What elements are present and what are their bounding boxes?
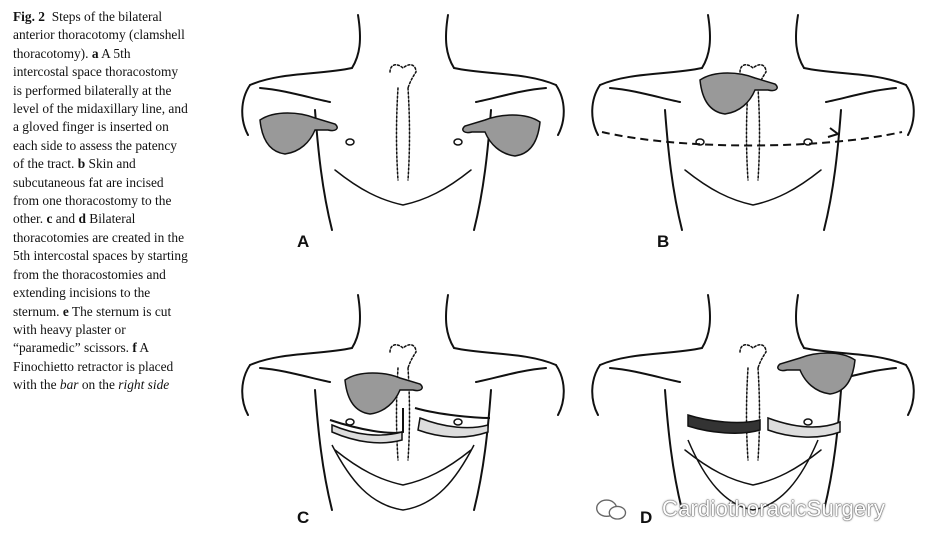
caption-line: intercostal space thoracostomy: [13, 63, 228, 81]
caption-run: Fig. 2: [13, 9, 45, 24]
caption-run: A 5th: [98, 45, 131, 61]
caption-run: Skin and: [85, 156, 136, 172]
caption-line: is performed bilaterally at the: [13, 82, 228, 100]
caption-run: Steps of the bilateral: [45, 9, 163, 24]
panel-label-b: B: [657, 232, 670, 251]
caption-run: level of the midaxillary line, and: [13, 101, 188, 117]
caption-run: b: [77, 156, 86, 172]
caption-run: a gloved finger is inserted on: [13, 119, 169, 135]
caption-run: of the tract.: [13, 156, 78, 172]
panel-label-d: D: [640, 508, 653, 527]
panel-label-a: A: [297, 232, 310, 251]
caption-run: each side to assess the patency: [13, 137, 177, 153]
panel-b-illustration: [591, 14, 915, 231]
caption-run: 5th intercostal spaces by starting: [13, 248, 188, 264]
caption-run: thoracotomies are created in the: [13, 229, 185, 245]
caption-run: a: [91, 45, 99, 61]
caption-run: The sternum is cut: [68, 303, 172, 319]
gloved-hand-left: [259, 112, 338, 155]
caption-line: a gloved finger is inserted on: [13, 118, 228, 136]
caption-run: subcutaneous fat are incised: [13, 174, 164, 190]
caption-run: intercostal space thoracostomy: [13, 64, 179, 80]
arrow-icon: [827, 127, 841, 138]
caption-line: other. c and d Bilateral: [13, 210, 228, 228]
caption-line: each side to assess the patency: [13, 137, 228, 155]
incision-line: [601, 131, 903, 147]
caption-line: Finochietto retractor is placed: [13, 358, 228, 376]
caption-line: thoracotomy). a A 5th: [13, 45, 228, 63]
panel-a: A: [240, 0, 570, 265]
open-thoracotomy-right: [767, 416, 841, 438]
gloved-hand-scalpel: [699, 72, 778, 115]
gloved-hand-scalpel: [777, 352, 856, 395]
caption-run: anterior thoracotomy (clamshell: [13, 27, 185, 43]
caption-run: other.: [13, 211, 47, 227]
caption-run: f: [132, 340, 137, 356]
panel-b: B: [590, 0, 920, 265]
panel-c-illustration: [241, 294, 565, 511]
caption-line: anterior thoracotomy (clamshell: [13, 26, 228, 44]
open-thoracotomy-right: [417, 416, 489, 438]
caption-run: on the: [78, 377, 119, 393]
completed-thoracotomy-left: [687, 413, 761, 434]
caption-run: from one thoracostomy to the: [13, 193, 172, 209]
caption-run: bar: [59, 377, 79, 393]
caption-line: sternum. e The sternum is cut: [13, 303, 228, 321]
gloved-hand-scalpel: [344, 372, 423, 415]
caption-run: with the: [13, 377, 60, 393]
panel-label-c: C: [297, 508, 310, 527]
panel-d: D: [590, 280, 920, 545]
caption-line: of the tract. b Skin and: [13, 155, 228, 173]
caption-run: is performed bilaterally at the: [13, 82, 172, 98]
caption-run: d: [78, 211, 86, 227]
caption-run: c: [46, 211, 53, 227]
caption-line: Fig. 2 Steps of the bilateral: [13, 8, 228, 26]
caption-run: e: [62, 303, 69, 319]
watermark-text: CardiothoracicSurgery: [662, 496, 886, 521]
caption-line: from one thoracostomy to the: [13, 192, 228, 210]
caption-line: thoracotomies are created in the: [13, 229, 228, 247]
caption-line: level of the midaxillary line, and: [13, 100, 228, 118]
caption-run: sternum.: [13, 303, 63, 319]
caption-run: right side: [118, 377, 170, 393]
panel-d-illustration: [591, 294, 915, 511]
caption-line: with heavy plaster or: [13, 321, 228, 339]
caption-run: Bilateral: [85, 211, 136, 227]
caption-run: with heavy plaster or: [13, 321, 126, 337]
panel-c: C: [240, 280, 570, 545]
caption-line: “paramedic” scissors. f A: [13, 339, 228, 357]
caption-run: Finochietto retractor is placed: [13, 358, 174, 374]
open-thoracotomy-left: [331, 423, 403, 444]
gloved-hand-right: [462, 114, 541, 157]
panel-a-illustration: [241, 14, 565, 231]
caption-line: subcutaneous fat are incised: [13, 174, 228, 192]
caption-run: “paramedic” scissors.: [13, 340, 133, 356]
caption-run: and: [52, 211, 79, 227]
caption-run: extending incisions to the: [13, 285, 151, 301]
wechat-icon: [596, 499, 627, 520]
caption-line: with the bar on the right side: [13, 376, 228, 394]
caption-line: 5th intercostal spaces by starting: [13, 247, 228, 265]
caption-run: from the thoracostomies and: [13, 266, 166, 282]
caption-line: extending incisions to the: [13, 284, 228, 302]
caption-run: thoracotomy).: [13, 45, 92, 61]
caption-run: A: [136, 340, 150, 356]
caption-line: from the thoracostomies and: [13, 266, 228, 284]
